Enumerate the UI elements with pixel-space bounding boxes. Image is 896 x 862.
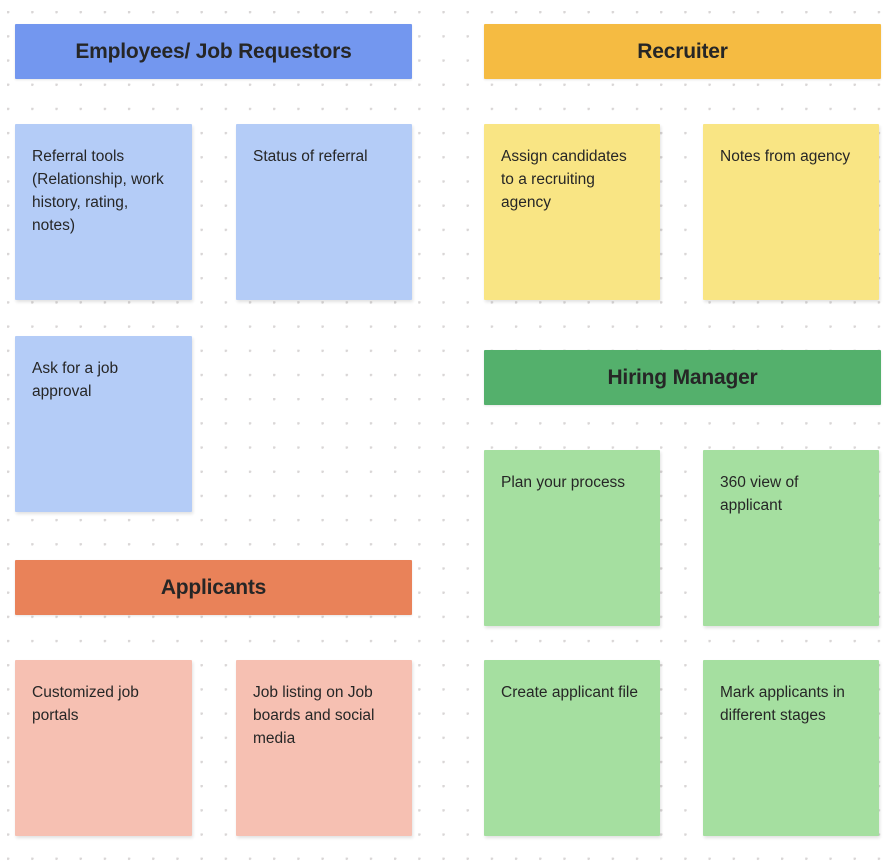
sticky-note-text: Customized job portals bbox=[32, 684, 139, 724]
sticky-note-text: Notes from agency bbox=[720, 148, 851, 165]
group-header-label: Recruiter bbox=[637, 39, 728, 63]
sticky-note-referral-tools[interactable]: Referral tools (Relationship, work histo… bbox=[15, 124, 192, 300]
sticky-note-status-of-referral[interactable]: Status of referral bbox=[236, 124, 412, 300]
sticky-note-ask-for-a-job-approval[interactable]: Ask for a job approval bbox=[15, 336, 192, 512]
group-header-label: Hiring Manager bbox=[607, 365, 758, 389]
sticky-note-notes-from-agency[interactable]: Notes from agency bbox=[703, 124, 879, 300]
sticky-note-text: Referral tools (Relationship, work histo… bbox=[32, 148, 164, 234]
sticky-note-text: Create applicant file bbox=[501, 684, 638, 701]
group-header-employees-job-requestors[interactable]: Employees/ Job Requestors bbox=[15, 24, 412, 79]
sticky-note-text: Job listing on Job boards and social med… bbox=[253, 684, 375, 747]
sticky-note-text: Plan your process bbox=[501, 474, 626, 491]
sticky-note-text: Assign candidates to a recruiting agency bbox=[501, 148, 627, 211]
sticky-note-360-view-of-applicant[interactable]: 360 view of applicant bbox=[703, 450, 879, 626]
group-header-hiring-manager[interactable]: Hiring Manager bbox=[484, 350, 881, 405]
sticky-note-text: 360 view of applicant bbox=[720, 474, 799, 514]
sticky-note-assign-candidates-to-a-recruiting-agency[interactable]: Assign candidates to a recruiting agency bbox=[484, 124, 660, 300]
sticky-note-text: Ask for a job approval bbox=[32, 360, 119, 400]
sticky-note-create-applicant-file[interactable]: Create applicant file bbox=[484, 660, 660, 836]
group-header-recruiter[interactable]: Recruiter bbox=[484, 24, 881, 79]
group-header-label: Employees/ Job Requestors bbox=[75, 39, 352, 63]
sticky-note-plan-your-process[interactable]: Plan your process bbox=[484, 450, 660, 626]
sticky-note-customized-job-portals[interactable]: Customized job portals bbox=[15, 660, 192, 836]
sticky-note-text: Mark applicants in different stages bbox=[720, 684, 845, 724]
group-header-applicants[interactable]: Applicants bbox=[15, 560, 412, 615]
sticky-note-text: Status of referral bbox=[253, 148, 368, 165]
sticky-note-job-listing-on-job-boards-and-social-media[interactable]: Job listing on Job boards and social med… bbox=[236, 660, 412, 836]
sticky-note-mark-applicants-in-different-stages[interactable]: Mark applicants in different stages bbox=[703, 660, 879, 836]
group-header-label: Applicants bbox=[160, 575, 267, 599]
